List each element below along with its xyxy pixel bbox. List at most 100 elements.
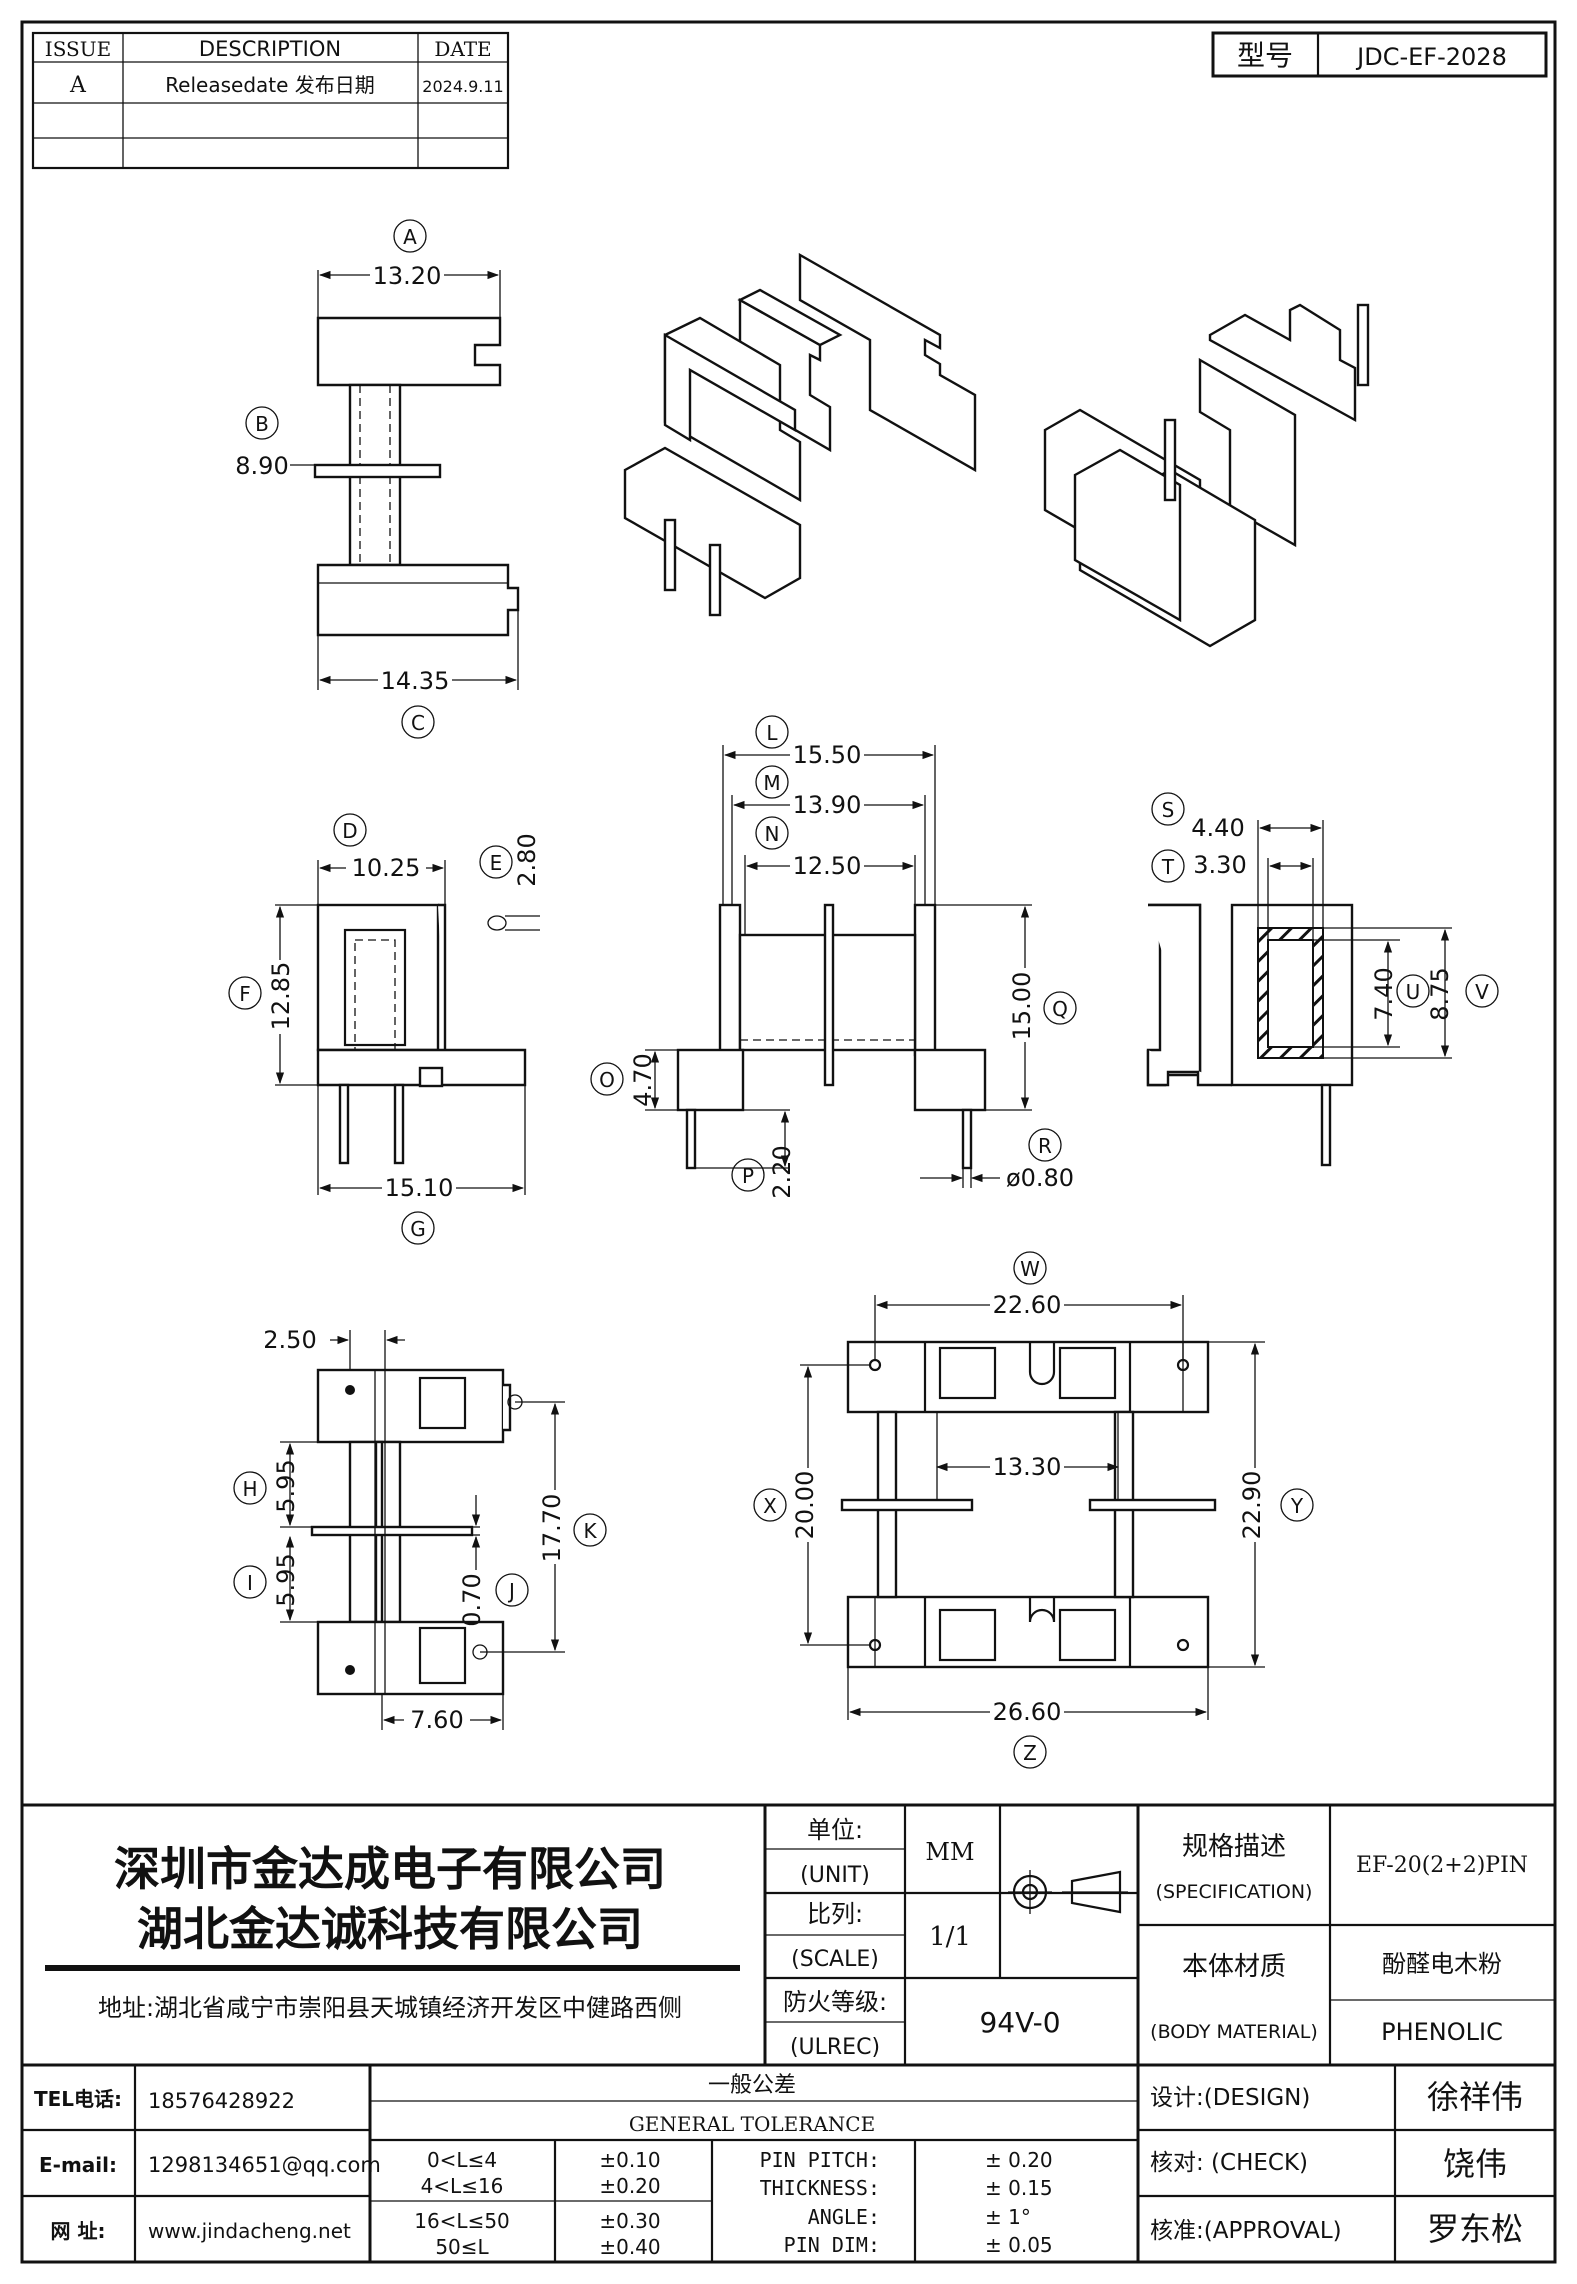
tol-item-1: PIN PITCH: — [760, 2148, 880, 2172]
model-value: JDC-EF-2028 — [1355, 43, 1507, 71]
rev-issue-value: A — [69, 73, 87, 98]
dim-O-label: O — [599, 1068, 615, 1092]
rev-description-value: Releasedate 发布日期 — [165, 73, 375, 97]
rev-header-date: DATE — [434, 37, 491, 61]
dim-I-label: I — [247, 1571, 253, 1595]
dim-F-label: F — [239, 982, 251, 1006]
dim-X-value: 20.00 — [791, 1471, 819, 1540]
unit-label-en: (UNIT) — [800, 1863, 870, 1888]
company-name-1: 深圳市金达成电子有限公司 — [114, 1842, 666, 1896]
email-value[interactable]: 1298134651@qq.com — [148, 2153, 381, 2177]
dim-N-label: N — [765, 822, 780, 846]
scale-label-en: (SCALE) — [791, 1947, 879, 1972]
dim-D-value: 10.25 — [352, 854, 421, 882]
dim-R-label: R — [1038, 1134, 1052, 1158]
top-view: 13.20 A 8.90 B 14.35 C — [235, 219, 520, 739]
dim-M-value: 13.90 — [793, 791, 862, 819]
design-value: 徐祥伟 — [1427, 2078, 1523, 2116]
web-value[interactable]: www.jindacheng.net — [148, 2219, 351, 2243]
tol-item-4: PIN DIM: — [784, 2233, 880, 2257]
dim-Q-value: 15.00 — [1008, 972, 1036, 1041]
dim-U-label: U — [1406, 980, 1421, 1004]
dim-W-label: W — [1020, 1257, 1040, 1281]
drawing-frame — [20, 20, 1557, 2264]
dim-W-value: 22.60 — [993, 1291, 1062, 1319]
tolerance-title-cn: 一般公差 — [708, 2073, 796, 2098]
tol-item-3: ANGLE: — [808, 2205, 880, 2229]
tol-range-2: 4<L≤16 — [421, 2174, 504, 2198]
rev-header-issue: ISSUE — [45, 37, 111, 61]
company-name-2: 湖北金达诚科技有限公司 — [137, 1902, 643, 1956]
dim-A-label: A — [403, 225, 417, 249]
dim-side-bottom-value: 7.60 — [410, 1706, 463, 1734]
dim-G-label: G — [410, 1217, 426, 1241]
company-address: 地址:湖北省咸宁市崇阳县天城镇经济开发区中健路西侧 — [98, 1994, 682, 2022]
dim-X-label: X — [763, 1494, 777, 1518]
dim-Z-label: Z — [1023, 1741, 1037, 1765]
material-value-cn: 酚醛电木粉 — [1382, 1950, 1502, 1978]
dim-T-label: T — [1161, 855, 1175, 879]
unit-value: MM — [925, 1838, 974, 1866]
dim-D-label: D — [342, 819, 357, 843]
approval-label: 核准:(APPROVAL) — [1150, 2218, 1342, 2244]
dim-A-value: 13.20 — [373, 262, 442, 290]
tol-value-4: ±0.40 — [599, 2235, 660, 2259]
dim-Q-label: Q — [1052, 997, 1068, 1021]
dim-F-value: 12.85 — [267, 962, 295, 1031]
dim-M-label: M — [763, 771, 780, 795]
dim-V-value: 8.75 — [1426, 967, 1454, 1020]
flame-value: 94V-0 — [979, 2006, 1060, 2039]
material-value-en: PHENOLIC — [1381, 2018, 1503, 2046]
dim-T-value: 3.30 — [1193, 851, 1246, 879]
dim-L-value: 15.50 — [793, 741, 862, 769]
section-view: 4.40 S 3.30 T 7.40 U 8.75 V — [1146, 792, 1499, 1167]
tol-range-4: 50≤L — [435, 2235, 489, 2259]
rev-date-value: 2024.9.11 — [422, 77, 503, 96]
check-label: 核对: (CHECK) — [1150, 2150, 1308, 2176]
rev-header-description: DESCRIPTION — [199, 37, 341, 61]
dim-U-value: 7.40 — [1370, 967, 1398, 1020]
dim-O-value: 4.70 — [629, 1053, 657, 1106]
dim-P-value: 2.20 — [768, 1145, 796, 1198]
model-label: 型号 — [1237, 39, 1293, 72]
title-block: 深圳市金达成电子有限公司 湖北金达诚科技有限公司 地址:湖北省咸宁市崇阳县天城镇… — [22, 1803, 1555, 2262]
dim-K-label: K — [583, 1519, 597, 1543]
flame-label-en: (ULREC) — [790, 2035, 880, 2060]
tol-value-3: ±0.30 — [599, 2209, 660, 2233]
dim-B-value: 8.90 — [235, 452, 288, 480]
dim-Y-label: Y — [1290, 1494, 1304, 1518]
check-value: 饶伟 — [1443, 2145, 1507, 2183]
dim-I-value: 5.95 — [272, 1553, 300, 1606]
unit-label-cn: 单位: — [807, 1816, 863, 1844]
dim-inner-span-value: 13.30 — [993, 1453, 1062, 1481]
isometric-view-right — [1043, 303, 1370, 648]
dim-G-value: 15.10 — [385, 1174, 454, 1202]
tol-item-2: THICKNESS: — [760, 2176, 880, 2200]
scale-label-cn: 比列: — [807, 1900, 863, 1928]
dim-R-value: ø0.80 — [1006, 1164, 1074, 1192]
isometric-view-left — [623, 252, 977, 617]
model-box: 型号 JDC-EF-2028 — [1211, 31, 1548, 78]
material-label-en: (BODY MATERIAL) — [1150, 2021, 1318, 2043]
dim-K-value: 17.70 — [538, 1494, 566, 1563]
dim-N-value: 12.50 — [793, 852, 862, 880]
dim-L-label: L — [766, 721, 778, 745]
tolerance-title-en: GENERAL TOLERANCE — [629, 2112, 875, 2136]
spec-label-cn: 规格描述 — [1182, 1832, 1286, 1862]
spec-label-en: (SPECIFICATION) — [1156, 1881, 1313, 1903]
tol-item-value-2: ± 0.15 — [985, 2176, 1053, 2200]
tol-range-1: 0<L≤4 — [427, 2148, 497, 2172]
tol-item-value-1: ± 0.20 — [985, 2148, 1053, 2172]
dim-S-label: S — [1162, 798, 1175, 822]
tol-range-3: 16<L≤50 — [414, 2209, 510, 2233]
projection-symbol — [1008, 1870, 1128, 1914]
dim-H-label: H — [242, 1477, 257, 1501]
tol-item-value-4: ± 0.05 — [985, 2233, 1053, 2257]
flame-label-cn: 防火等级: — [783, 1988, 887, 2016]
tel-value: 18576428922 — [148, 2089, 295, 2113]
scale-value: 1/1 — [929, 1922, 971, 1952]
dim-C-value: 14.35 — [381, 667, 450, 695]
tol-value-2: ±0.20 — [599, 2174, 660, 2198]
dim-P-label: P — [742, 1164, 754, 1188]
